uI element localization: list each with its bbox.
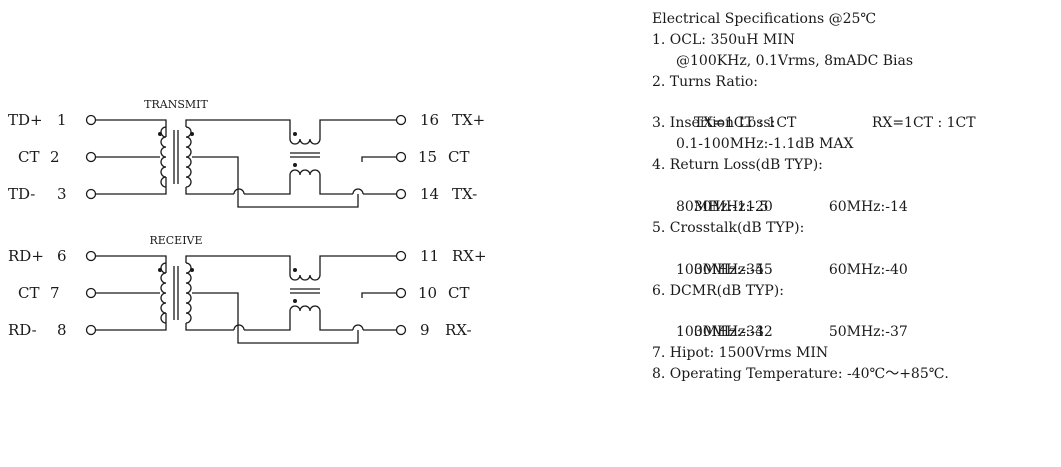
spec-return-80mhz: 80MHz:-11.5 [676,199,769,216]
spec-return-30mhz: 30MHz:-20 [693,199,773,216]
pin-label-ct-rx-primary: CT [18,284,39,302]
pin-number-8: 8 [57,321,67,339]
pin-label-rx-plus: RX+ [452,247,487,265]
receive-title: RECEIVE [149,234,202,247]
pin-label-tx-minus: TX- [452,185,477,203]
spec-return-values: 30MHz:-20 60MHz:-14 [652,176,1056,215]
spec-insertion-value: 0.1-100MHz:-1.1dB MAX [676,136,854,153]
spec-return-60mhz: 60MHz:-14 [828,199,908,216]
spec-crosstalk-values: 30MHz:-45 60MHz:-40 [652,239,1056,278]
pin-label-rx-minus: RX- [445,321,472,339]
spec-dcmr-50mhz: 50MHz:-37 [828,324,908,341]
spec-dcmr: 6. DCMR(dB TYP): [652,282,784,299]
pin-label-ct-tx-secondary: CT [448,148,469,166]
pin-label-td-plus: TD+ [8,111,43,129]
spec-turns-ratio: 2. Turns Ratio: [652,73,758,90]
pin-label-ct-rx-secondary: CT [448,284,469,302]
specs-title: Electrical Specifications @25℃ [652,11,877,27]
spec-ocl-condition: @100KHz, 0.1Vrms, 8mADC Bias [676,52,914,69]
spec-dcmr-values: 30MHz:-42 50MHz:-37 [652,301,1056,340]
transmit-section: TRANSMIT TD+ 1 CT 2 TD- 3 16 TX+ 15 CT 1… [8,98,485,207]
transmit-title: TRANSMIT [144,98,208,111]
spec-return-loss: 4. Return Loss(dB TYP): [652,157,823,174]
pin-number-9: 9 [420,321,430,339]
spec-crosstalk-60mhz: 60MHz:-40 [828,261,908,278]
spec-insertion-loss: 3. Insertion Loss: [652,115,776,132]
pin-label-rd-minus: RD- [8,321,37,339]
pin-label-ct-tx-primary: CT [18,148,39,166]
pin-number-3: 3 [57,185,67,203]
pin-number-7: 7 [50,284,60,302]
pin-number-15: 15 [418,148,437,166]
spec-turns-rx: RX=1CT : 1CT [871,115,976,132]
receive-section: RECEIVE RD+ 6 CT 7 RD- 8 11 RX+ 10 CT 9 … [8,234,487,343]
transformer-schematic: TRANSMIT TD+ 1 CT 2 TD- 3 16 TX+ 15 CT 1… [8,98,487,467]
pin-number-1: 1 [57,111,67,129]
receive-circuit [87,252,406,344]
pin-label-td-minus: TD- [8,185,35,203]
pin-number-6: 6 [57,247,67,265]
transmit-circuit [87,116,406,208]
spec-crosstalk-30mhz: 30MHz:-45 [693,261,773,278]
spec-crosstalk: 5. Crosstalk(dB TYP): [652,219,805,236]
spec-turns-tx: TX=1CT : 1CT [693,115,797,132]
pin-label-tx-plus: TX+ [452,111,485,129]
pin-label-rd-plus: RD+ [8,247,44,265]
spec-dcmr-100mhz: 100MHz:-33 [676,324,764,341]
spec-crosstalk-100mhz: 100MHz:-35 [676,261,764,278]
spec-operating-temperature: 8. Operating Temperature: -40℃～+85℃. [652,366,949,383]
spec-turns-values: TX=1CT : 1CT RX=1CT : 1CT [652,93,1056,131]
pin-number-14: 14 [420,185,439,203]
spec-dcmr-30mhz: 30MHz:-42 [693,324,773,341]
spec-hipot: 7. Hipot: 1500Vrms MIN [652,345,829,362]
pin-number-2: 2 [50,148,60,166]
pin-number-10: 10 [418,284,437,302]
pin-number-16: 16 [420,111,439,129]
electrical-specifications: Electrical Specifications @25℃ 1. OCL: 3… [652,9,1056,385]
pin-number-11: 11 [420,247,439,265]
spec-ocl: 1. OCL: 350uH MIN [652,31,795,48]
